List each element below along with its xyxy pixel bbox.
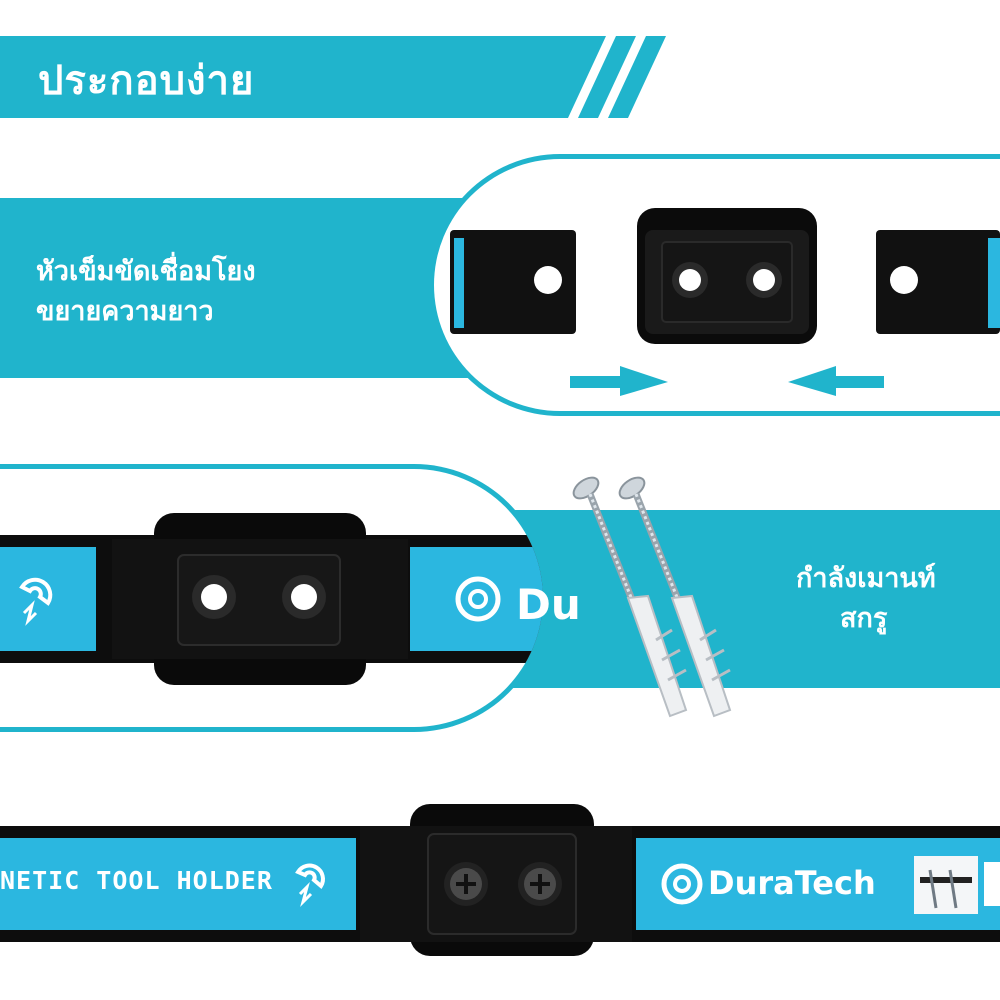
arrow-right-icon (570, 366, 668, 396)
connector-illustration (450, 208, 1000, 396)
title-banner (0, 36, 666, 118)
caption-line: ขยายความยาว (36, 296, 214, 327)
hole-icon (534, 266, 562, 294)
product-thumbnail (914, 856, 978, 914)
bar-connected-illustration (0, 513, 543, 685)
feature-caption-1: หัวเข็มขัดเชื่อมโยง ขยายความยาว (36, 252, 256, 332)
caption-line: กำลังเมานท์ (796, 563, 936, 594)
gear-logo-icon (661, 863, 703, 905)
brand-label: DuraTech (708, 864, 876, 902)
tool-holder-bar (0, 804, 1000, 956)
page-title: ประกอบง่าย (38, 58, 255, 104)
bar-text: NETIC TOOL HOLDER (0, 866, 273, 895)
feature-caption-2: กำลังเมานท์ สกรู (796, 559, 936, 639)
magnet-icon (19, 577, 53, 626)
wall-plug-icon (626, 594, 688, 718)
wall-plug-icon (670, 594, 732, 718)
caption-line: หัวเข็มขัดเชื่อมโยง (36, 256, 256, 287)
gear-logo-icon (455, 576, 501, 622)
arrow-left-icon (788, 366, 884, 396)
caption-line: สกรู (840, 603, 888, 634)
magnet-icon (295, 863, 325, 908)
screws-and-anchors (572, 476, 732, 718)
brand-partial-label: Du (516, 580, 581, 629)
screw-head-icon (444, 862, 488, 906)
screw-head-icon (518, 862, 562, 906)
